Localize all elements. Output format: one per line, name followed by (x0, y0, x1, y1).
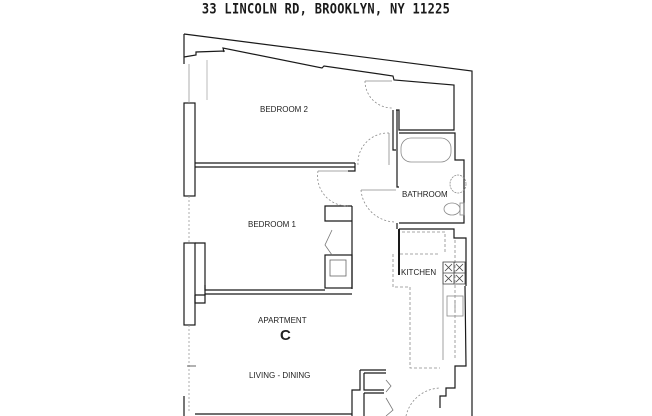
room-label-bedroom-2: BEDROOM 2 (260, 105, 309, 114)
room-label-living-dining: LIVING - DINING (249, 371, 310, 380)
fixtures (392, 137, 467, 369)
address-title: 33 LINCOLN RD, BROOKLYN, NY 11225 (201, 0, 451, 18)
room-labels: BEDROOM 2 BEDROOM 1 BATHROOM KITCHEN LIV… (248, 105, 448, 380)
apartment-letter: C (280, 327, 291, 344)
room-label-kitchen: KITCHEN (401, 268, 436, 277)
exterior-walls (183, 33, 473, 416)
doors (317, 80, 441, 416)
room-label-bathroom: BATHROOM (402, 190, 448, 199)
interior-walls (194, 110, 467, 416)
apartment-label: APARTMENT (258, 316, 307, 325)
room-label-bedroom-1: BEDROOM 1 (248, 220, 297, 229)
